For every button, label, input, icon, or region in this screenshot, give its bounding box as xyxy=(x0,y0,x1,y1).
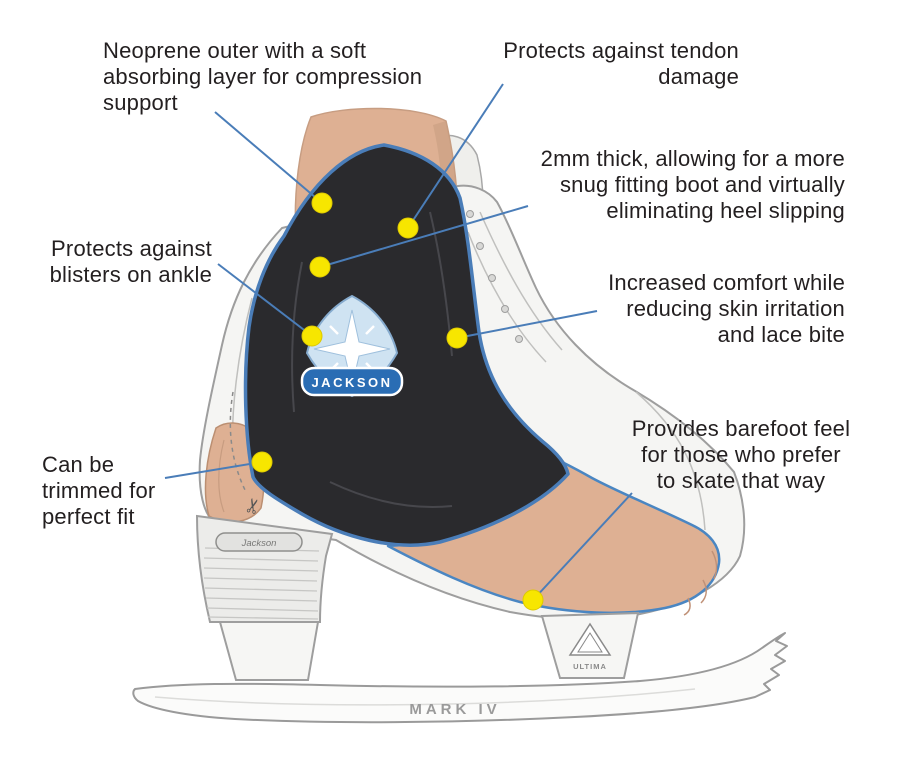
toe-lines xyxy=(683,550,718,616)
callout-line-comfort xyxy=(456,310,598,339)
callout-line-neoprene xyxy=(214,111,323,204)
annotation-barefoot: Provides barefoot feel for those who pre… xyxy=(631,416,851,493)
boot-creases xyxy=(231,211,706,531)
blade-model-text: MARK IV xyxy=(409,701,500,718)
callout-dot-trim xyxy=(251,451,273,473)
neoprene-sleeve xyxy=(243,143,570,547)
trim-dashed-line xyxy=(229,391,247,493)
callout-dot-barefoot xyxy=(522,589,544,611)
heel-stanchion xyxy=(218,621,320,681)
blade xyxy=(132,632,788,724)
callout-dot-tendon xyxy=(397,217,419,239)
callout-line-trim xyxy=(164,461,263,479)
heel-contour xyxy=(218,439,225,513)
scissors-icon: ✂ xyxy=(241,495,267,517)
annotation-thickness: 2mm thick, allowing for a more snug fitt… xyxy=(540,146,845,223)
annotation-blisters: Protects against blisters on ankle xyxy=(49,236,212,287)
annotation-trim: Can be trimmed for perfect fit xyxy=(42,452,156,529)
logo-star-sparks xyxy=(329,325,375,372)
annotation-tendon: Protects against tendon damage xyxy=(503,38,739,89)
ultima-triangle xyxy=(568,622,612,656)
lace-eyelets xyxy=(466,210,523,343)
heel-plate-text: Jackson xyxy=(241,538,277,549)
annotation-neoprene: Neoprene outer with a soft absorbing lay… xyxy=(103,38,423,115)
logo-banner xyxy=(300,366,404,397)
annotation-comfort: Increased comfort while reducing skin ir… xyxy=(608,270,845,347)
callout-line-blisters xyxy=(217,263,313,337)
callout-dot-comfort xyxy=(446,327,468,349)
callout-dot-blisters xyxy=(301,325,323,347)
callout-dot-thickness xyxy=(309,256,331,278)
heel-plate xyxy=(215,532,303,552)
blade-hollow-line xyxy=(154,688,696,706)
ultima-text: ULTIMA xyxy=(573,662,607,671)
callout-line-thickness xyxy=(319,205,529,268)
ultima-logo: ULTIMA xyxy=(568,622,612,671)
callout-dot-neoprene xyxy=(311,192,333,214)
jackson-logo: JACKSON xyxy=(300,294,404,398)
ultima-triangle-inner xyxy=(577,632,603,653)
callout-line-tendon xyxy=(407,83,504,229)
logo-text: JACKSON xyxy=(311,375,392,390)
callout-line-barefoot xyxy=(532,492,633,601)
